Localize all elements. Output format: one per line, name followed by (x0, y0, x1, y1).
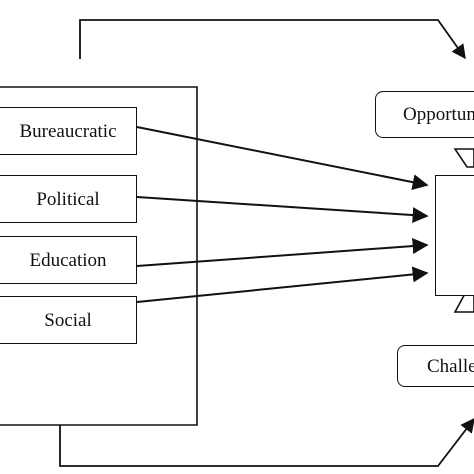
factor-label-political: Political (36, 188, 100, 210)
factor-label-social: Social (44, 309, 92, 331)
top-feedback-arrow (79, 19, 466, 60)
factors-container (0, 86, 198, 426)
top-triangle-connector (453, 148, 474, 168)
center-box (435, 175, 474, 296)
factor-box-political: Political (0, 175, 137, 223)
arrow-political (136, 196, 429, 224)
factor-box-bureaucratic: Bureaucratic (0, 107, 137, 155)
factor-box-social: Social (0, 296, 137, 344)
opportunities-box: Opportun (375, 91, 474, 138)
arrow-social (136, 266, 429, 303)
opportunities-label: Opportun (403, 104, 474, 125)
arrow-bureaucratic (136, 126, 429, 191)
factor-label-bureaucratic: Bureaucratic (19, 120, 117, 142)
factor-box-education: Education (0, 236, 137, 284)
bottom-feedback-arrow (59, 417, 474, 467)
arrow-education (136, 238, 429, 267)
challenges-box: Challe (397, 345, 474, 387)
challenges-label: Challe (427, 355, 474, 377)
factor-label-education: Education (29, 249, 107, 271)
